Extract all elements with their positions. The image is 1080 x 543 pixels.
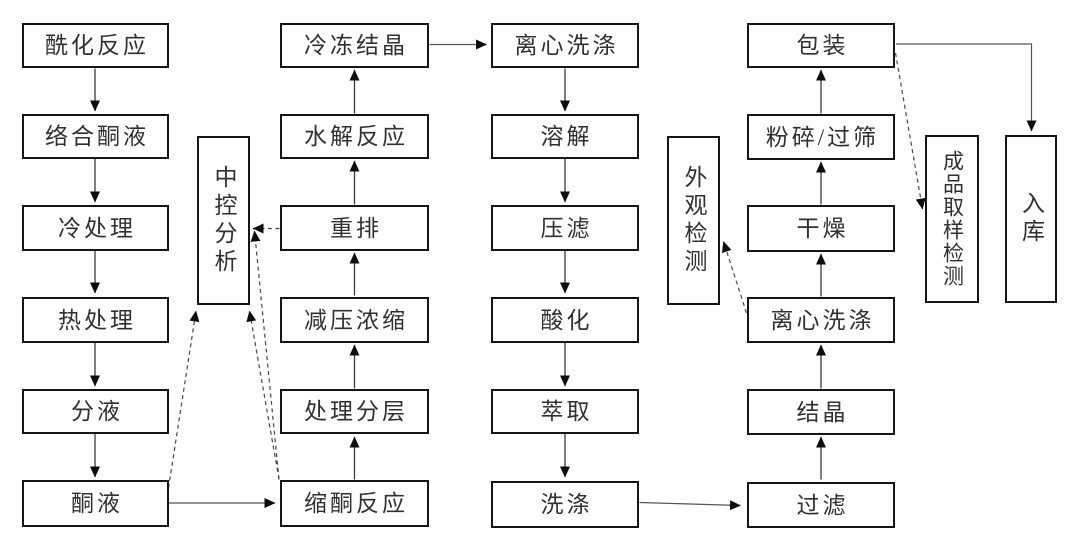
node-rearrangement-label: 重排 <box>330 215 382 241</box>
node-ketal-reaction: 缩酮反应 <box>280 480 429 527</box>
node-hydrolysis-reaction: 水解反应 <box>280 114 429 159</box>
node-drying-label: 干燥 <box>796 216 849 241</box>
node-finished-product-sampling-inspection: 成品取样检测 <box>925 135 979 303</box>
node-appearance-inspection: 外观检测 <box>667 136 720 305</box>
node-central-control-analysis: 中控分析 <box>197 136 250 305</box>
node-liquid-separation-label: 分液 <box>71 399 123 424</box>
node-pressure-filtration-label: 压滤 <box>540 215 593 241</box>
node-treatment-layering: 处理分层 <box>280 389 429 434</box>
node-treatment-layering-label: 处理分层 <box>304 399 408 424</box>
node-crystallization-label: 结晶 <box>796 399 849 425</box>
node-vacuum-concentration-label: 减压浓缩 <box>304 307 408 333</box>
node-central-control-analysis-label: 中控分析 <box>211 164 236 277</box>
node-freeze-crystallization-label: 冷冻结晶 <box>304 33 408 58</box>
node-extraction-label: 萃取 <box>540 399 593 424</box>
node-warehousing: 入库 <box>1005 135 1057 303</box>
node-hydrolysis-reaction-label: 水解反应 <box>304 124 408 149</box>
node-washing-label: 洗涤 <box>540 492 593 517</box>
node-rearrangement: 重排 <box>280 205 429 251</box>
node-finished-product-sampling-inspection-label: 成品取样检测 <box>940 150 965 288</box>
node-dissolution: 溶解 <box>491 114 639 159</box>
node-appearance-inspection-label: 外观检测 <box>681 164 706 277</box>
node-centrifugal-washing-1: 离心洗涤 <box>491 23 639 68</box>
node-crushing-sieving-label: 粉碎/过筛 <box>765 124 880 150</box>
node-heat-treatment-label: 热处理 <box>58 307 136 333</box>
node-ketone-liquid: 酮液 <box>22 480 169 527</box>
node-filtration-label: 过滤 <box>796 492 849 518</box>
node-filtration: 过滤 <box>747 482 895 528</box>
node-extraction: 萃取 <box>491 389 639 434</box>
node-packaging-label: 包装 <box>796 33 849 58</box>
node-cold-treatment: 冷处理 <box>22 205 169 251</box>
node-ketone-liquid-label: 酮液 <box>71 491 123 516</box>
node-centrifugal-washing-1-label: 离心洗涤 <box>514 33 619 58</box>
node-acylation-reaction-label: 酰化反应 <box>45 33 149 58</box>
node-pressure-filtration: 压滤 <box>491 205 639 251</box>
node-drying: 干燥 <box>747 205 895 252</box>
node-ketal-reaction-label: 缩酮反应 <box>304 491 408 516</box>
node-complex-ketone-liquid: 络合酮液 <box>22 114 169 159</box>
node-crushing-sieving: 粉碎/过筛 <box>747 114 895 160</box>
node-acidification: 酸化 <box>491 297 639 343</box>
node-dissolution-label: 溶解 <box>540 124 593 149</box>
node-liquid-separation: 分液 <box>22 389 169 434</box>
node-complex-ketone-liquid-label: 络合酮液 <box>45 124 149 149</box>
node-crystallization: 结晶 <box>747 389 895 435</box>
node-vacuum-concentration: 减压浓缩 <box>280 297 429 343</box>
node-packaging: 包装 <box>747 23 895 68</box>
node-warehousing-label: 入库 <box>1018 191 1044 247</box>
cross-solid-arrows <box>169 39 1037 511</box>
node-centrifugal-washing-2: 离心洗涤 <box>747 297 895 343</box>
dashed-arrows <box>167 52 926 489</box>
node-freeze-crystallization: 冷冻结晶 <box>280 23 429 68</box>
node-heat-treatment: 热处理 <box>22 297 169 343</box>
node-cold-treatment-label: 冷处理 <box>58 215 136 241</box>
node-washing: 洗涤 <box>491 481 639 528</box>
node-acidification-label: 酸化 <box>540 307 593 333</box>
node-centrifugal-washing-2-label: 离心洗涤 <box>770 307 875 333</box>
node-acylation-reaction: 酰化反应 <box>22 23 169 68</box>
